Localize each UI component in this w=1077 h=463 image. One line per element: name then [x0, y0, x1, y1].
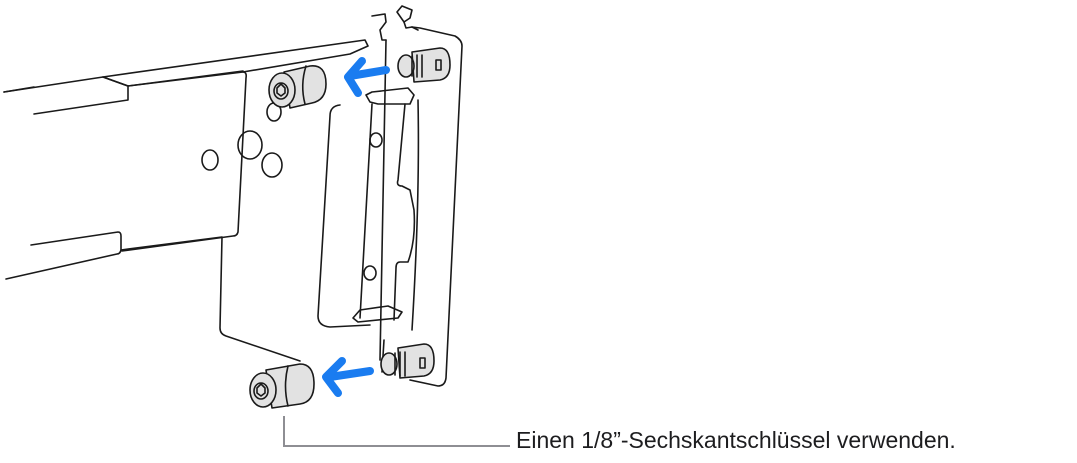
top-screw-arrow-icon — [344, 57, 390, 97]
bottom-screw-arrow-icon — [322, 357, 374, 397]
callout-label: Einen 1/8”-Sechskantschlüssel verwenden. — [516, 427, 956, 453]
bottom-installed-screw — [249, 363, 315, 409]
rail-body — [3, 39, 369, 362]
callout-leader-line — [283, 416, 510, 447]
bottom-source-screw — [380, 343, 435, 379]
top-source-screw — [397, 47, 451, 83]
top-installed-screw — [268, 65, 327, 109]
